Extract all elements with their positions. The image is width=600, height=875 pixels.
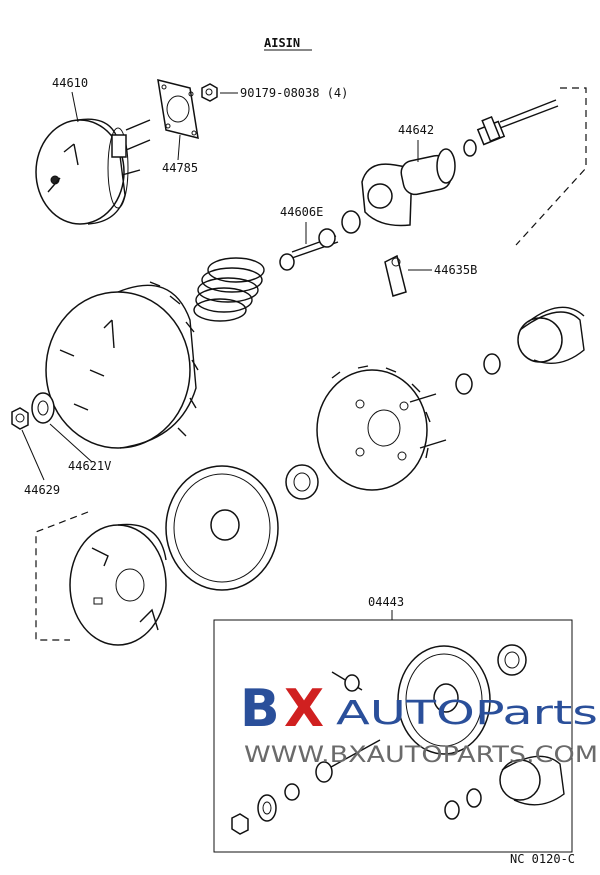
watermark-url: WWW.BXAUTOPARTS.COM: [244, 743, 598, 768]
kit-diaphragm: [397, 645, 491, 755]
valve-key-44635B: [384, 254, 407, 297]
kit-ring: [284, 783, 300, 801]
kit-seal-small: [257, 794, 277, 822]
booster-assembly-44610: [35, 118, 151, 225]
label-44642: 44642: [398, 123, 434, 137]
watermark-b: B: [240, 679, 280, 739]
front-shell: [45, 281, 199, 449]
diaphragm-plate: [316, 365, 447, 491]
kit-push-rod: [315, 739, 381, 783]
diaphragm: [165, 465, 279, 591]
kit-plunger: [331, 671, 363, 692]
leader-44785: [177, 134, 181, 161]
valve-body-44642: [361, 148, 456, 227]
brand-title: AISIN: [264, 36, 300, 50]
washer-a: [455, 373, 473, 395]
valve-seal-ring: [341, 210, 361, 234]
filter-silencer: [517, 306, 585, 364]
nut-90179: [201, 83, 218, 102]
washer-b: [483, 353, 501, 375]
label-04443: 04443: [368, 595, 404, 609]
kit-washer-a: [444, 800, 460, 820]
retainer-44629: [11, 407, 29, 430]
dashed-boundary-top: [515, 87, 587, 246]
watermark-logo: B X AUTOParts WWW.BXAUTOPARTS.COM: [240, 679, 598, 768]
center-seal: [285, 464, 319, 500]
rear-shell: [69, 523, 167, 646]
valve-plunger-44606E: [279, 228, 339, 271]
watermark-autoparts: AUTOParts: [336, 693, 598, 732]
label-44606E: 44606E: [280, 205, 323, 219]
label-44635B: 44635B: [434, 263, 477, 277]
label-44629: 44629: [24, 483, 60, 497]
kit-04443-box: [213, 619, 573, 853]
leader-44621V: [49, 423, 93, 463]
label-44610: 44610: [52, 76, 88, 90]
label-44621V: 44621V: [68, 459, 111, 473]
dashed-boundary-left: [35, 511, 89, 641]
kit-retainer: [231, 813, 249, 835]
gasket-44785: [157, 78, 199, 140]
kit-filter: [499, 755, 565, 806]
label-90179: 90179-08038 (4): [240, 86, 348, 100]
label-44785: 44785: [162, 161, 198, 175]
return-spring: [193, 257, 265, 322]
diagram-code: NC 0120-C: [510, 852, 575, 866]
watermark-x: X: [284, 679, 324, 739]
kit-seal: [497, 644, 527, 676]
leader-44610: [71, 91, 79, 123]
push-rod-upper: [463, 99, 559, 157]
leader-44629: [21, 429, 45, 481]
seal-44621V: [31, 392, 55, 424]
kit-washer-b: [466, 788, 482, 808]
